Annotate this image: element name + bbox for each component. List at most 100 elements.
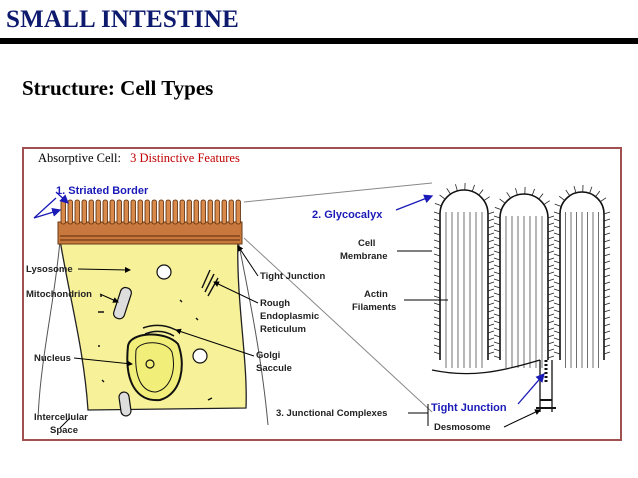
microvillus [123,199,129,225]
glycocalyx-bristle [433,323,441,327]
glycocalyx-bristle [603,351,611,355]
glycocalyx-bristle [603,316,611,320]
glycocalyx-bristle [603,274,611,278]
glycocalyx-bristle [506,192,511,199]
glycocalyx-bristle [547,236,555,240]
glycocalyx-bristle [603,309,611,313]
glycocalyx-bristle [446,188,451,195]
glycocalyx-bristle [433,344,441,348]
glycocalyx-bristle [547,215,555,219]
microvillus [158,199,164,225]
microvillus [144,199,150,225]
glycocalyx-bristle [487,288,495,292]
glycocalyx-bristle [603,253,611,257]
glycocalyx-bristle [493,355,501,359]
desmosome-shape [536,399,556,409]
glycocalyx-bristle [433,302,441,306]
glycocalyx-bristle [487,232,495,236]
diagram-frame [22,147,622,441]
glycocalyx-bristle [553,302,561,306]
label-rough-er-2: Endoplasmic [260,311,319,322]
glycocalyx-bristle [515,188,518,196]
glycocalyx-bristle [547,257,555,261]
glycocalyx-bristle [487,337,495,341]
svg-text:Absorptive Cell: 3 Disti: Absorptive Cell: 3 Distinctive Features [38,151,240,165]
glycocalyx-bristle [547,292,555,296]
microvillus [137,199,143,225]
label-cell-membrane-1: Cell [358,238,375,249]
microvillus [207,199,213,225]
glycocalyx-bristle [573,186,577,193]
glycocalyx-bristle [603,260,611,264]
header-label: Absorptive Cell: [38,151,121,165]
nucleus-shape [126,333,183,402]
glycocalyx-bristle [547,299,555,303]
microvillus [179,199,185,225]
microvillus [228,199,234,225]
label-rough-er-1: Rough [260,298,290,309]
glycocalyx-bristle [493,334,501,338]
glycocalyx-bristle [487,246,495,250]
glycocalyx-bristle [487,253,495,257]
glycocalyx-bristle [547,229,555,233]
glycocalyx-bristle [553,225,561,229]
glycocalyx-bristle [478,189,484,196]
glycocalyx-bristle [493,257,501,261]
glycocalyx-bristle [493,292,501,296]
glycocalyx-bristle [433,281,441,285]
microvillus [88,199,94,225]
glycocalyx-bristle [493,306,501,310]
glycocalyx-bristle [547,271,555,275]
glycocalyx-bristle [433,274,441,278]
glycocalyx-bristle [553,267,561,271]
label-golgi-1: Golgi [256,350,280,361]
glycocalyx-bristle [493,341,501,345]
glycocalyx-bristle [433,253,441,257]
glycocalyx-bristle [433,232,441,236]
glycocalyx-bristle [553,253,561,257]
glycocalyx-bristle [487,295,495,299]
label-tight-junction: Tight Junction [260,271,325,282]
microvillus [95,199,101,225]
glycocalyx-bristle [455,184,458,192]
glycocalyx-bristle [547,327,555,331]
glycocalyx-bristle [600,197,607,203]
glycocalyx-bristle [433,337,441,341]
glycocalyx-bristle [493,299,501,303]
glycocalyx-bristle [487,239,495,243]
microvillus [67,199,73,225]
glycocalyx-bristle [493,285,501,289]
glycocalyx-bristle [547,320,555,324]
label-lysosome: Lysosome [26,264,73,275]
glycocalyx-bristle [547,306,555,310]
glycocalyx-bristle [547,243,555,247]
microvillus [193,199,199,225]
glycocalyx-bristle [565,189,571,196]
microvillus [130,199,136,225]
label-mitochondrion: Mitochondrion [26,289,92,300]
microvillus [116,199,122,225]
glycocalyx-bristle [493,271,501,275]
glycocalyx-bristle [603,232,611,236]
glycocalyx-bristle [493,250,501,254]
glycocalyx-bristle [487,323,495,327]
glycocalyx-bristle [554,203,562,207]
glycocalyx-bristle [487,344,495,348]
glycocalyx-bristle [433,260,441,264]
glycocalyx-bristle [558,195,565,201]
microvillus [109,199,115,225]
glycocalyx-bristle [493,348,501,352]
glycocalyx-bristle [603,295,611,299]
glycocalyx-bristle [595,190,601,197]
glycocalyx-bristle [433,309,441,313]
microvillus [60,199,66,225]
label-striated-border: 1. Striated Border [56,185,149,197]
glycocalyx-bristle [487,330,495,334]
microvillus [186,199,192,225]
glycocalyx-bristle [603,323,611,327]
glycocalyx-bristle [553,351,561,355]
glycocalyx-bristle [547,348,555,352]
label-junctional-complexes: 3. Junctional Complexes [276,408,387,419]
